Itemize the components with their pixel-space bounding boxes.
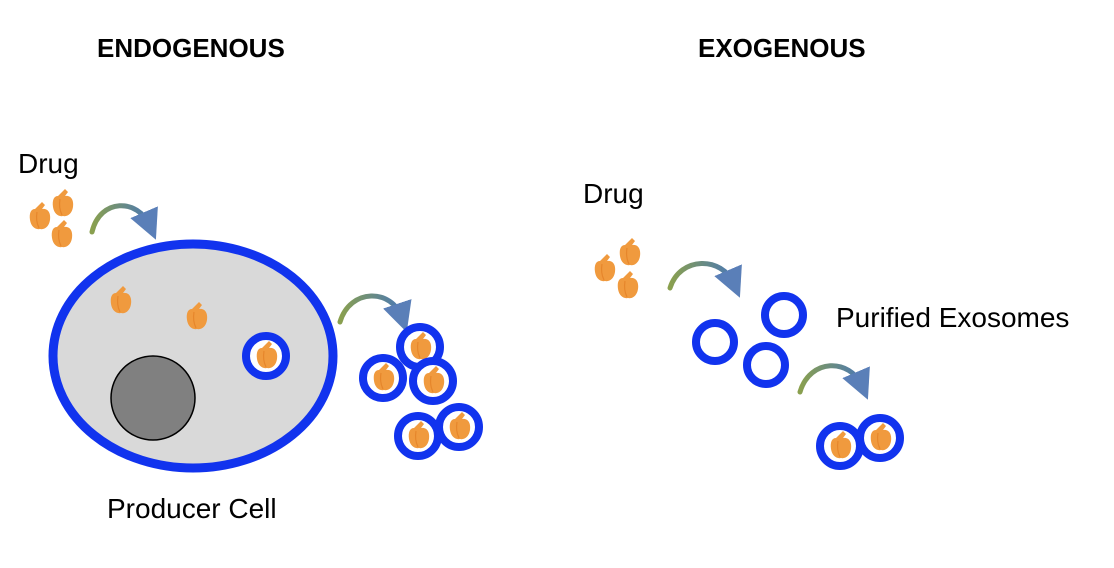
curved-arrow-into-cell (89, 203, 158, 240)
purified-exosomes-label: Purified Exosomes (836, 302, 1069, 333)
empty-exosome (692, 319, 738, 365)
curved-arrow-release (337, 293, 412, 333)
producer-cell (48, 239, 338, 473)
exogenous-drug-label: Drug (583, 178, 644, 209)
drug-cluster-exogenous (594, 237, 641, 299)
endogenous-drug-label: Drug (18, 148, 79, 179)
loaded-exosome (856, 414, 904, 462)
drug-cluster-endogenous (29, 188, 74, 248)
producer-cell-label: Producer Cell (107, 493, 277, 524)
exosome-in-cell (242, 332, 290, 380)
empty-exosome (743, 342, 789, 388)
exogenous-heading: EXOGENOUS (698, 33, 866, 63)
loaded-exosome (359, 354, 407, 402)
curved-arrow-to-exosomes (667, 261, 742, 298)
loaded-exosome (435, 403, 483, 451)
curved-arrow-loading (797, 363, 870, 400)
loaded-exosome (816, 422, 864, 470)
empty-exosome (761, 292, 807, 338)
endogenous-heading: ENDOGENOUS (97, 33, 285, 63)
loaded-exosome (409, 357, 457, 405)
nucleus (110, 355, 196, 441)
loaded-exosome (394, 412, 442, 460)
